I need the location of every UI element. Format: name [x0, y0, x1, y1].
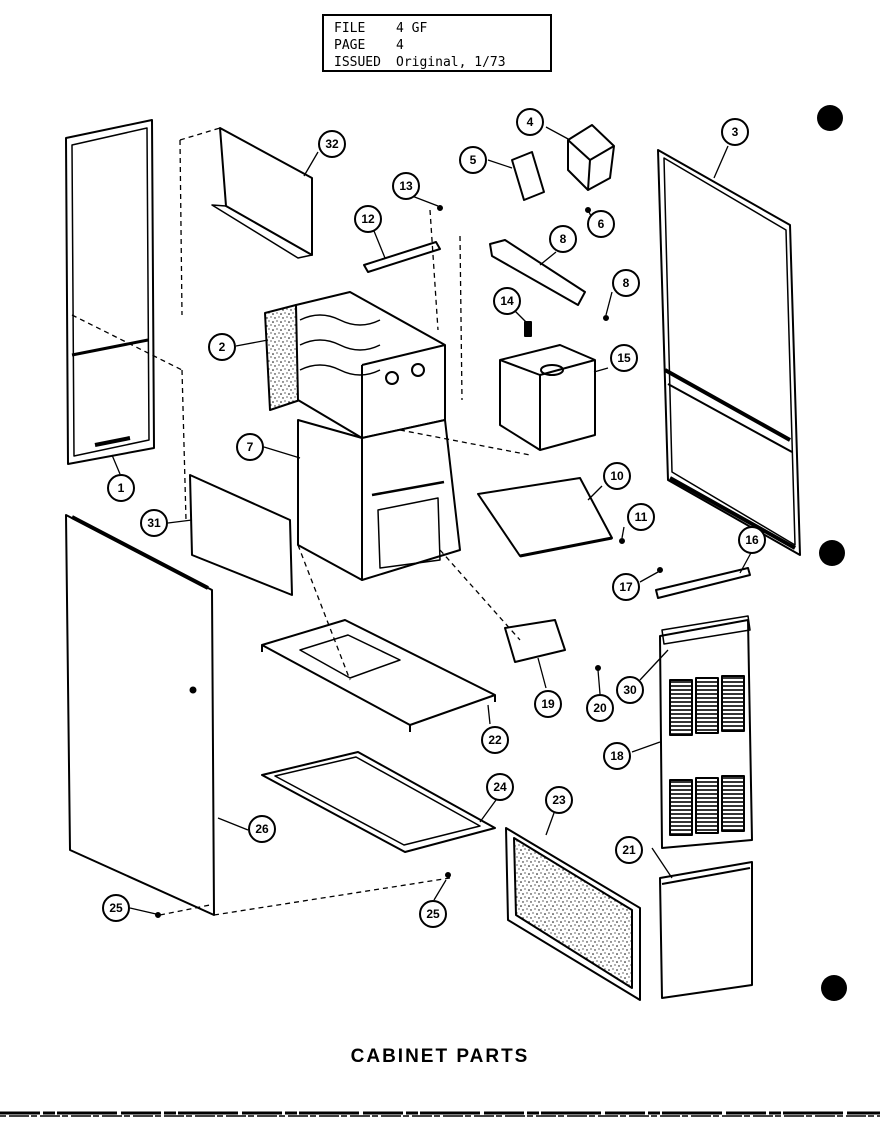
callout-30: 30: [623, 683, 637, 697]
part-22-base-pan: [261, 619, 496, 732]
callout-14: 14: [500, 294, 514, 308]
callout-10: 10: [610, 469, 624, 483]
info-value: 4 GF: [396, 21, 428, 36]
part-4-junction-box: [567, 124, 615, 191]
info-row-file: FILE 4 GF: [334, 20, 550, 37]
callout-12: 12: [361, 212, 375, 226]
page-bottom-edge: [0, 1111, 880, 1117]
part-15-draft-hood: [499, 321, 596, 451]
part-13-screw: [437, 205, 443, 211]
info-value: Original, 1/73: [396, 55, 506, 70]
part-1-left-side-panel: [65, 119, 155, 465]
part-16-rail: [655, 567, 751, 599]
diagram-caption: CABINET PARTS: [350, 1046, 530, 1067]
callout-leaders: [111, 126, 753, 915]
part-12-rail: [363, 241, 441, 273]
callout-26: 26: [255, 822, 269, 836]
callout-2: 2: [219, 340, 226, 354]
info-key: PAGE: [334, 38, 366, 53]
part-30-grille-top-strip: [661, 615, 751, 645]
callout-25-left: 25: [109, 901, 123, 915]
callout-25-right: 25: [426, 907, 440, 921]
callout-23: 23: [552, 793, 566, 807]
part-20-screw: [595, 665, 601, 671]
part-8-bracket: [489, 239, 586, 306]
callout-6: 6: [598, 217, 605, 231]
part-26-door-panel: [65, 514, 215, 916]
info-key: FILE: [334, 21, 366, 36]
callout-13: 13: [399, 179, 413, 193]
part-21-lower-front-panel: [659, 861, 753, 999]
callout-18: 18: [610, 749, 624, 763]
callout-15: 15: [617, 351, 631, 365]
binder-holes: [817, 105, 847, 1001]
part-10-shelf: [477, 477, 613, 558]
part-32-top-baffle: [211, 127, 313, 259]
info-row-issued: ISSUED Original, 1/73: [334, 54, 550, 71]
callout-24: 24: [493, 780, 507, 794]
part-24-filter-rack: [261, 751, 496, 853]
callout-22: 22: [488, 733, 502, 747]
info-key: ISSUED: [334, 55, 381, 70]
info-value: 4: [396, 38, 404, 53]
part-3-right-side-panel: [657, 149, 801, 556]
part-17-screw: [657, 567, 663, 573]
part-5-cover-plate: [511, 151, 545, 201]
callout-1: 1: [118, 481, 125, 495]
callout-21: 21: [622, 843, 636, 857]
callout-3: 3: [732, 125, 739, 139]
info-row-page: PAGE 4: [334, 37, 550, 54]
callout-circles: [102, 108, 766, 928]
part-7-lower-section: [297, 419, 461, 581]
part-11-screw: [619, 538, 625, 544]
callout-4: 4: [527, 115, 534, 129]
part-25-screw-right: [445, 872, 451, 878]
part-2-heat-exchanger: [264, 291, 446, 439]
callout-11: 11: [635, 510, 648, 524]
part-8-screw: [603, 315, 609, 321]
part-31-partition: [189, 474, 293, 596]
part-18-front-grille-panel: [659, 615, 753, 849]
callout-8-bracket: 8: [560, 232, 567, 246]
part-25-screw-left: [155, 912, 161, 918]
callout-8-screw: 8: [623, 276, 630, 290]
callout-5: 5: [470, 153, 477, 167]
file-info-box: FILE 4 GF PAGE 4 ISSUED Original, 1/73: [322, 14, 552, 72]
callout-16: 16: [745, 533, 759, 547]
callout-31: 31: [147, 516, 161, 530]
callout-32: 32: [325, 137, 339, 151]
callout-20: 20: [593, 701, 607, 715]
assembly-guide-lines: [71, 127, 531, 916]
part-23-filter: [505, 827, 641, 1001]
callout-17: 17: [619, 580, 633, 594]
callout-19: 19: [541, 697, 555, 711]
callout-7: 7: [247, 440, 254, 454]
part-19-bracket: [504, 619, 566, 663]
part-14-screw: [524, 321, 532, 337]
